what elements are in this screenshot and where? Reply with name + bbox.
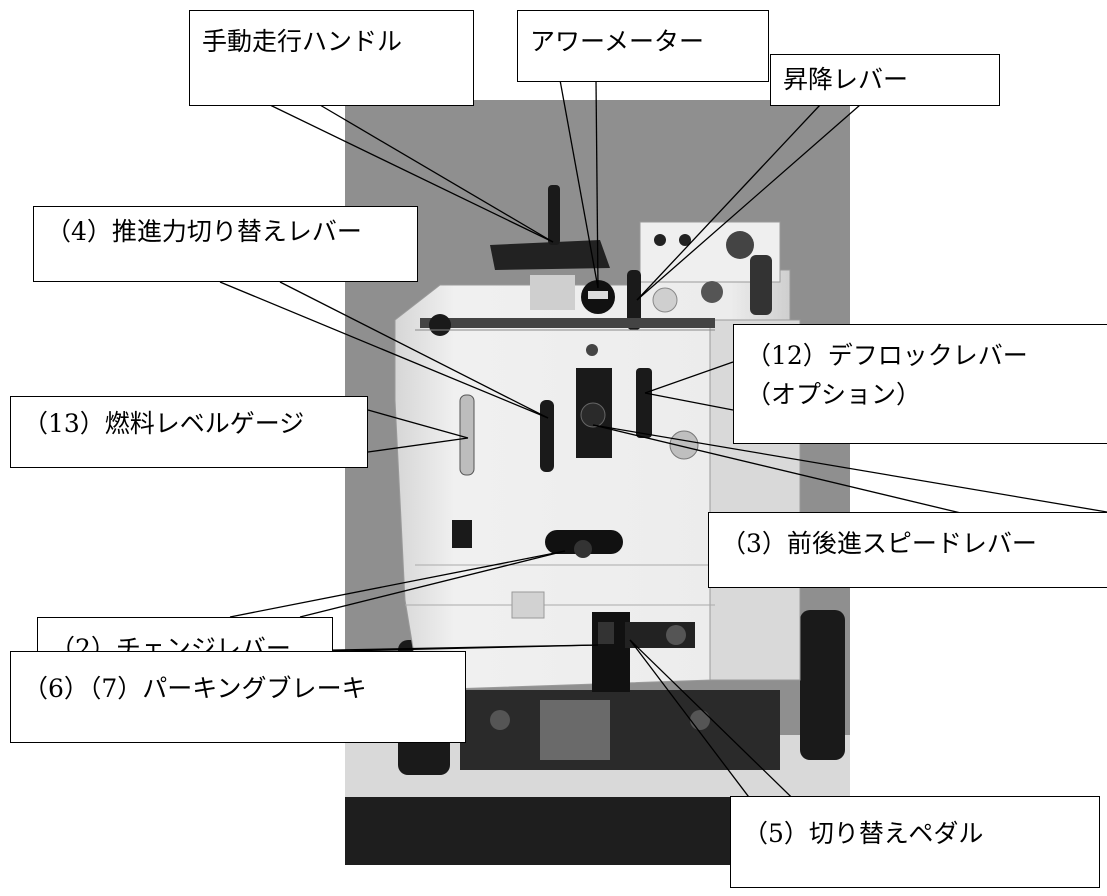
label-diff-lock-2: （オプション） [746,379,922,409]
label-diff-lock-1: （12）デフロックレバー [746,341,1028,370]
callout-diff-lock: （12）デフロックレバー （オプション） [733,324,1107,444]
callout-switch-pedal: （5）切り替えペダル [730,796,1100,888]
label-thrust-lever: （4）推進力切り替えレバー [46,217,362,246]
callout-lift-lever: 昇降レバー [770,54,1000,106]
label-fuel-gauge: （13）燃料レベルゲージ [23,409,305,438]
label-hour-meter: アワーメーター [530,27,705,56]
callout-manual-handle: 手動走行ハンドル [189,10,474,106]
callout-parking-brake: （6）（7）パーキングブレーキ [10,651,466,743]
label-lift-lever: 昇降レバー [783,65,909,94]
right-wheel [800,610,845,760]
label-switch-pedal: （5）切り替えペダル [743,819,984,848]
callout-thrust-lever: （4）推進力切り替えレバー [33,206,418,282]
fuel-gauge [459,394,475,476]
label-speed-lever: （3）前後進スピードレバー [721,529,1037,558]
callout-hour-meter: アワーメーター [517,10,769,82]
callout-fuel-gauge: （13）燃料レベルゲージ [10,396,368,468]
callout-speed-lever: （3）前後進スピードレバー [708,512,1107,588]
label-manual-handle: 手動走行ハンドル [202,27,403,56]
diff-lock-slot [636,368,652,438]
label-parking-brake: （6）（7）パーキングブレーキ [23,674,367,703]
thrust-lever-slot [540,400,554,472]
